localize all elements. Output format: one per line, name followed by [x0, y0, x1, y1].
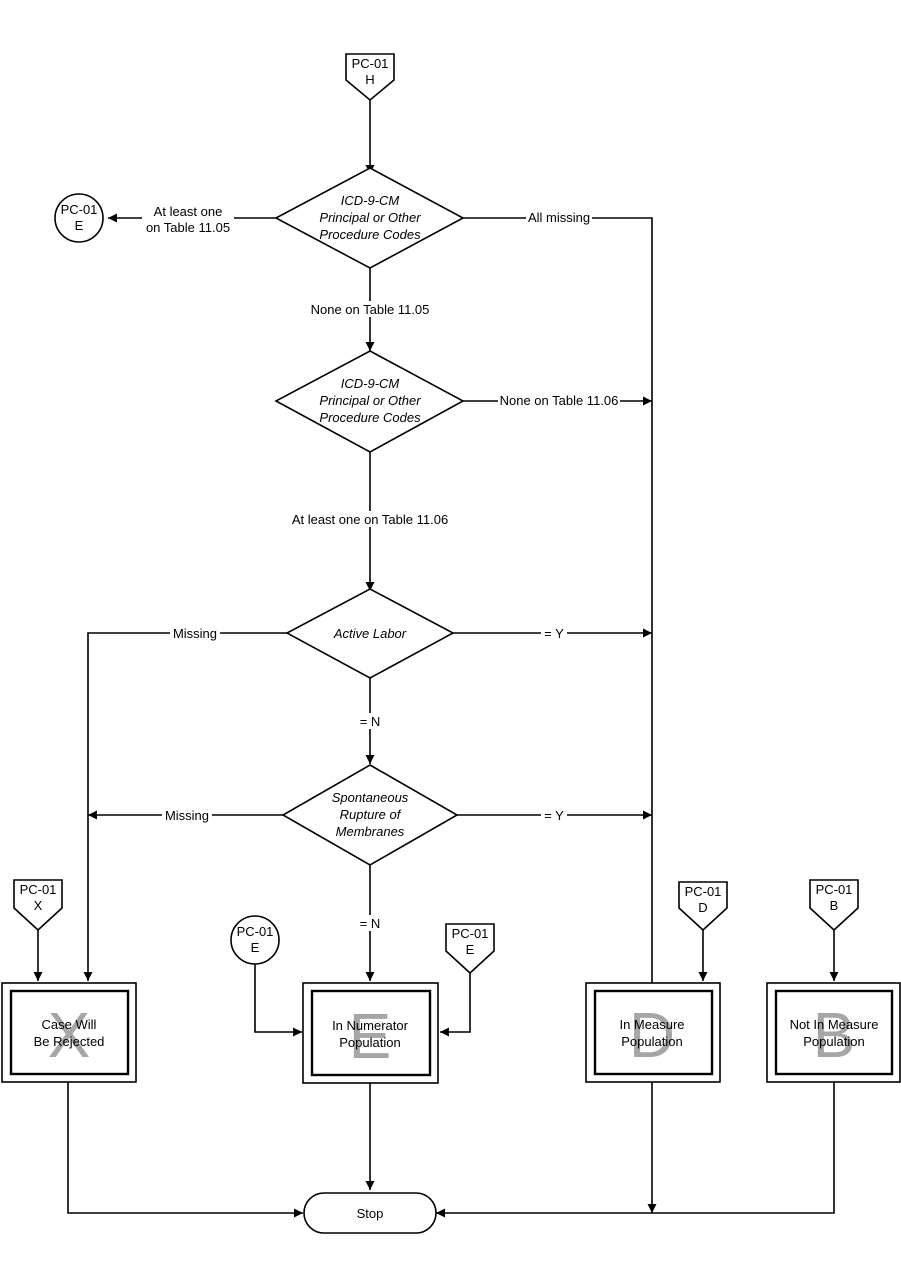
edge-label-missing-2: Missing — [162, 807, 212, 823]
decision-procedure-codes-1105: ICD-9-CM Principal or Other Procedure Co… — [274, 167, 465, 269]
svg-text:E: E — [75, 218, 84, 233]
svg-text:At least one on Table 11.06: At least one on Table 11.06 — [292, 512, 448, 527]
outcome-in-numerator-population: E In Numerator Population — [302, 982, 439, 1084]
svg-text:In Numerator: In Numerator — [332, 1018, 409, 1033]
outcome-not-in-measure-population: B Not In Measure Population — [766, 982, 901, 1083]
edge-label-at-least-one-1106: At least one on Table 11.06 — [292, 511, 448, 527]
svg-text:Missing: Missing — [173, 626, 217, 641]
terminal-stop: Stop — [303, 1192, 437, 1234]
decision-procedure-codes-1106: ICD-9-CM Principal or Other Procedure Co… — [274, 350, 465, 453]
svg-text:Active Labor: Active Labor — [333, 626, 407, 641]
svg-text:PC-01: PC-01 — [685, 884, 722, 899]
svg-text:Membranes: Membranes — [336, 824, 405, 839]
svg-text:ICD-9-CM: ICD-9-CM — [341, 193, 400, 208]
svg-text:Procedure Codes: Procedure Codes — [319, 227, 421, 242]
connector-pc01-e-circle: PC-01 E — [230, 915, 280, 965]
svg-text:In Measure: In Measure — [619, 1017, 684, 1032]
svg-text:= N: = N — [360, 714, 381, 729]
decision-spontaneous-rupture: Spontaneous Rupture of Membranes — [281, 764, 459, 866]
svg-text:D: D — [698, 900, 707, 915]
edge-label-none-1105: None on Table 11.05 — [306, 301, 434, 317]
svg-text:Population: Population — [339, 1035, 400, 1050]
svg-text:on Table 11.05: on Table 11.05 — [146, 220, 230, 235]
svg-text:None on Table 11.05: None on Table 11.05 — [311, 302, 430, 317]
svg-text:Population: Population — [803, 1034, 864, 1049]
svg-text:Case Will: Case Will — [42, 1017, 97, 1032]
edge-label-none-1106: None on Table 11.06 — [498, 392, 620, 408]
svg-text:None on Table 11.06: None on Table 11.06 — [500, 393, 619, 408]
svg-text:PC-01: PC-01 — [816, 882, 853, 897]
connector-pc01-d: PC-01 D — [678, 881, 728, 932]
edge-label-eq-y-2: = Y — [541, 807, 567, 823]
svg-text:Procedure Codes: Procedure Codes — [319, 410, 421, 425]
edge-label-missing-1: Missing — [170, 625, 220, 641]
svg-text:Stop: Stop — [357, 1206, 384, 1221]
connector-pc01-h: PC-01 H — [345, 53, 395, 102]
svg-text:ICD-9-CM: ICD-9-CM — [341, 376, 400, 391]
edge-label-eq-n-2: = N — [357, 915, 383, 931]
connector-pc01-e-pentagon: PC-01 E — [445, 923, 495, 975]
svg-text:= Y: = Y — [544, 808, 564, 823]
svg-text:Population: Population — [621, 1034, 682, 1049]
svg-text:E: E — [251, 940, 260, 955]
svg-text:PC-01: PC-01 — [452, 926, 489, 941]
svg-text:PC-01: PC-01 — [61, 202, 98, 217]
decision-active-labor: Active Labor — [285, 588, 455, 679]
edge-label-eq-y-1: = Y — [541, 625, 567, 641]
svg-text:At least one: At least one — [154, 204, 223, 219]
svg-text:PC-01: PC-01 — [352, 56, 389, 71]
edge-label-all-missing: All missing — [526, 209, 592, 225]
svg-text:All missing: All missing — [528, 210, 590, 225]
edge-label-at-least-one-1105: At least one on Table 11.05 — [142, 203, 234, 235]
svg-text:= Y: = Y — [544, 626, 564, 641]
svg-text:Spontaneous: Spontaneous — [332, 790, 409, 805]
svg-text:Rupture of: Rupture of — [340, 807, 402, 822]
edge-labels: At least one on Table 11.05 All missing … — [142, 203, 620, 931]
svg-text:Missing: Missing — [165, 808, 209, 823]
svg-text:Be Rejected: Be Rejected — [34, 1034, 105, 1049]
connector-pc01-b: PC-01 B — [809, 879, 859, 932]
svg-text:= N: = N — [360, 916, 381, 931]
outcome-letter-d: D — [629, 999, 675, 1071]
outcome-letter-b: B — [813, 999, 856, 1071]
outcome-case-will-be-rejected: X Case Will Be Rejected — [1, 982, 137, 1083]
svg-text:PC-01: PC-01 — [20, 882, 57, 897]
connector-pc01-x: PC-01 X — [13, 879, 63, 932]
svg-text:Principal or Other: Principal or Other — [319, 393, 421, 408]
svg-text:PC-01: PC-01 — [237, 924, 274, 939]
svg-text:Principal or Other: Principal or Other — [319, 210, 421, 225]
svg-text:Not In Measure: Not In Measure — [790, 1017, 879, 1032]
svg-text:H: H — [365, 72, 374, 87]
svg-text:X: X — [34, 898, 43, 913]
outcome-in-measure-population: D In Measure Population — [585, 982, 721, 1083]
outcome-letter-x: X — [48, 999, 91, 1071]
edge-label-eq-n-1: = N — [357, 713, 383, 729]
svg-text:E: E — [466, 942, 475, 957]
svg-text:B: B — [830, 898, 839, 913]
connector-pc01-e-left: PC-01 E — [54, 193, 104, 243]
outcome-letter-e: E — [349, 1000, 392, 1072]
